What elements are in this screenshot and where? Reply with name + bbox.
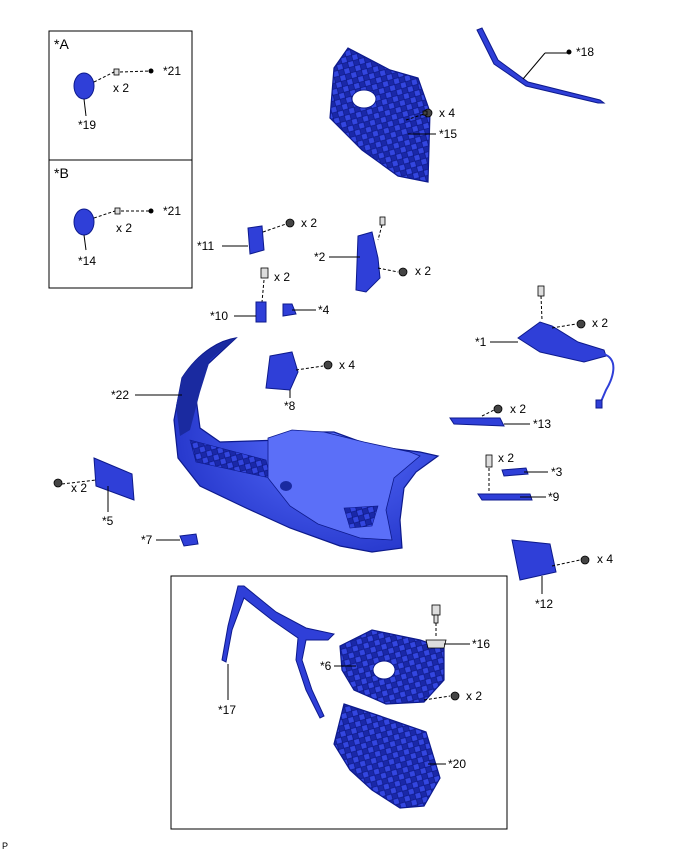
inset-b-title: *B [54,165,69,181]
qty-grille-top: x 4 [439,106,455,120]
label-15: *15 [439,127,457,141]
hood-molding: *18 [476,27,606,104]
front-bumper-cover: *22 [111,337,440,553]
inset-b: *B *21 x 2 *14 [48,159,193,289]
qty-a: x 2 [113,81,129,95]
qty-5: x 2 [71,481,87,495]
label-14: *14 [78,254,96,268]
qty-12: x 4 [597,552,613,566]
screw-clip-a [113,68,120,76]
part-8-bracket: x 4 *8 [265,351,355,413]
upper-grille: x 4 *15 [329,47,457,183]
part-11-bracket: x 2 *11 [197,216,317,255]
part-16-clip: *16 [425,604,490,651]
label-17: *17 [218,703,236,717]
part-17-molding: *17 [218,585,336,719]
bolt-icon [398,267,408,277]
part-10-bracket: x 2 *10 [210,267,290,323]
label-4: *4 [318,303,330,317]
part-6-grille: x 2 *6 [320,629,482,705]
bolt-icon [576,319,586,329]
inset-a-title: *A [54,36,69,52]
part-1-assembly: x 2 *1 [475,285,615,409]
screw-marker-b [148,208,154,214]
qty-b: x 2 [116,221,132,235]
bolt-icon [422,108,433,118]
part-2-bracket: x 2 *2 [314,216,431,293]
part-9: *9 [477,468,560,504]
screw-clip-b [114,207,121,215]
label-9: *9 [548,490,560,504]
part-5-plate-bracket: x 2 *5 [53,457,135,528]
part-13: x 2 *13 [449,402,551,431]
label-12: *12 [535,597,553,611]
qty-8: x 4 [339,358,355,372]
label-13: *13 [533,417,551,431]
part-12-cover: x 4 *12 [511,539,613,611]
bolt-icon [285,218,295,228]
label-19: *19 [78,118,96,132]
screw-marker-a [148,68,154,74]
qty-2: x 2 [415,264,431,278]
label-3: *3 [551,465,563,479]
label-22: *22 [111,388,129,402]
label-18: *18 [576,45,594,59]
bolt-icon [450,691,460,701]
lower-inset-frame [170,575,508,830]
label-7: *7 [141,533,153,547]
label-16: *16 [472,637,490,651]
label-1: *1 [475,335,487,349]
part-20-mesh: *20 [333,703,466,809]
part-3: x 2 *3 [485,451,563,479]
bolt-icon [53,478,63,488]
qty-13: x 2 [510,402,526,416]
qty-6: x 2 [466,689,482,703]
label-20: *20 [448,757,466,771]
inset-b-frame [48,159,193,289]
qty-1: x 2 [592,316,608,330]
label-21-a: *21 [163,64,181,78]
part-7-cover: *7 [141,533,199,547]
label-5: *5 [102,514,114,528]
label-11: *11 [197,239,214,253]
label-2: *2 [314,250,326,264]
bolt-icon [580,555,590,565]
label-21-b: *21 [163,204,181,218]
label-6: *6 [320,659,332,673]
fog-lamp-cover-a [73,72,95,100]
fog-lamp-cover-b [73,208,95,236]
inset-a-frame [48,30,193,161]
part-4-bracket: *4 [282,303,330,317]
label-10: *10 [210,309,228,323]
footer-code: P [2,841,8,851]
qty-11: x 2 [301,216,317,230]
qty-3: x 2 [498,451,514,465]
bolt-icon [493,404,503,414]
label-8: *8 [284,399,296,413]
bolt-icon [323,360,333,370]
inset-a: *A *21 x 2 *19 [48,30,193,161]
qty-10: x 2 [274,270,290,284]
